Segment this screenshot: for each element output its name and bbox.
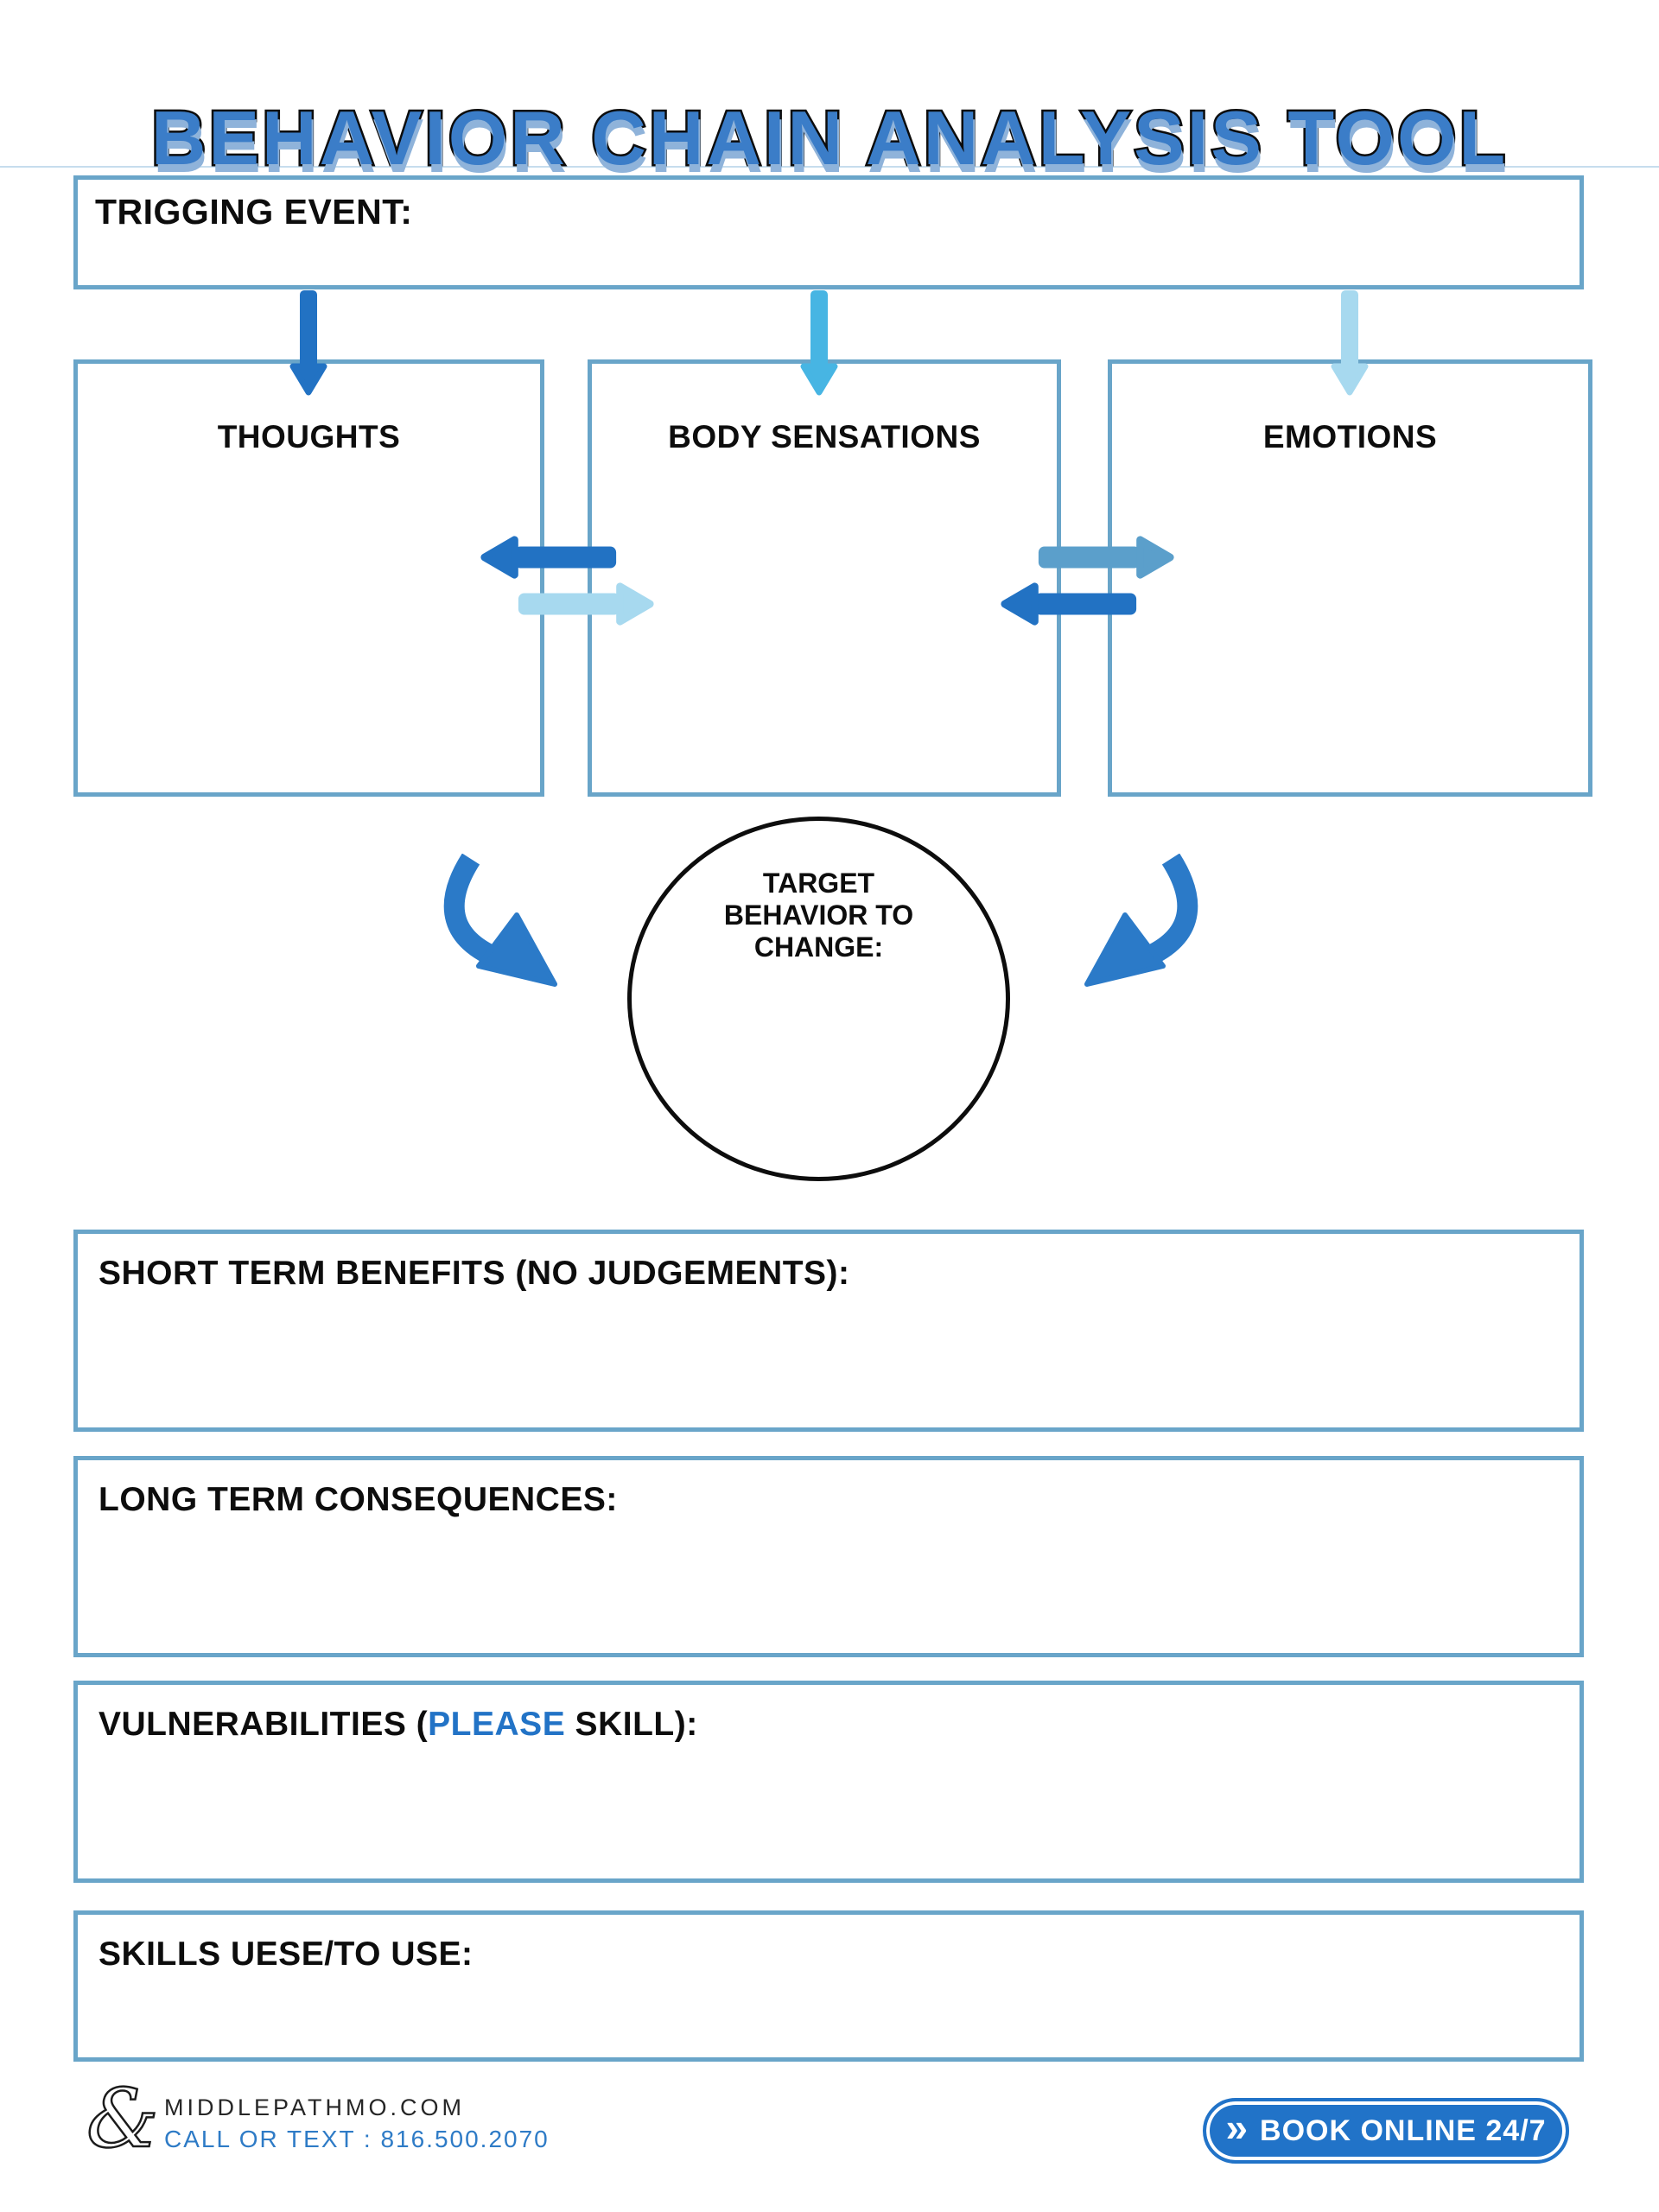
- vulnerabilities-label-highlight: PLEASE: [428, 1706, 566, 1743]
- arrow-emotions-to-body-icon: [1001, 582, 1137, 626]
- arrow-thoughts-to-body-icon: [518, 582, 654, 626]
- double-chevron-icon: »: [1225, 2105, 1249, 2150]
- arrow-body-to-emotions-icon: [1038, 536, 1174, 579]
- vulnerabilities-label-prefix: VULNERABILITIES (: [99, 1706, 429, 1743]
- emotions-label: EMOTIONS: [1262, 419, 1438, 454]
- website-link[interactable]: MIDDLEPATHMO.COM: [164, 2094, 466, 2120]
- short-term-benefits-box[interactable]: SHORT TERM BENEFITS (NO JUDGEMENTS):: [73, 1230, 1584, 1432]
- curved-arrow-right-to-target-icon: [1084, 854, 1198, 987]
- book-online-button-label: BOOK ONLINE 24/7: [1260, 2113, 1547, 2147]
- trigger-event-label: TRIGGING EVENT:: [95, 192, 413, 232]
- page-title: BEHAVIOR CHAIN ANALYSIS TOOL: [149, 92, 1509, 182]
- vulnerabilities-label-suffix: SKILL):: [565, 1706, 698, 1743]
- target-behavior-label: TARGET BEHAVIOR TO CHANGE:: [723, 868, 914, 963]
- arrow-down-to-body-sensations-icon: [800, 290, 838, 396]
- trigger-event-box[interactable]: TRIGGING EVENT:: [73, 175, 1584, 289]
- page-top-hairline: [0, 166, 1659, 168]
- vulnerabilities-label: VULNERABILITIES (PLEASE SKILL):: [99, 1706, 698, 1744]
- vulnerabilities-box[interactable]: VULNERABILITIES (PLEASE SKILL):: [73, 1681, 1584, 1883]
- skills-box[interactable]: SKILLS UESE/TO USE:: [73, 1910, 1584, 2062]
- phone-contact-link[interactable]: CALL OR TEXT : 816.500.2070: [164, 2126, 550, 2152]
- long-term-consequences-box[interactable]: LONG TERM CONSEQUENCES:: [73, 1456, 1584, 1657]
- arrow-down-to-thoughts-icon: [289, 290, 327, 396]
- thoughts-box[interactable]: THOUGHTS: [73, 359, 544, 797]
- book-online-button[interactable]: » BOOK ONLINE 24/7: [1203, 2098, 1569, 2164]
- long-term-consequences-label: LONG TERM CONSEQUENCES:: [99, 1481, 618, 1518]
- thoughts-label: THOUGHTS: [217, 419, 401, 454]
- emotions-box[interactable]: EMOTIONS: [1108, 359, 1592, 797]
- body-sensations-label: BODY SENSATIONS: [668, 419, 981, 454]
- arrow-down-to-emotions-icon: [1331, 290, 1369, 396]
- ampersand-logo-icon: &: [86, 2072, 160, 2166]
- target-behavior-circle[interactable]: TARGET BEHAVIOR TO CHANGE:: [627, 817, 1010, 1181]
- curved-arrow-left-to-target-icon: [443, 854, 557, 987]
- body-sensations-box[interactable]: BODY SENSATIONS: [588, 359, 1061, 797]
- short-term-benefits-label: SHORT TERM BENEFITS (NO JUDGEMENTS):: [99, 1255, 850, 1292]
- skills-label: SKILLS UESE/TO USE:: [99, 1936, 474, 1973]
- arrow-body-to-thoughts-icon: [480, 536, 617, 579]
